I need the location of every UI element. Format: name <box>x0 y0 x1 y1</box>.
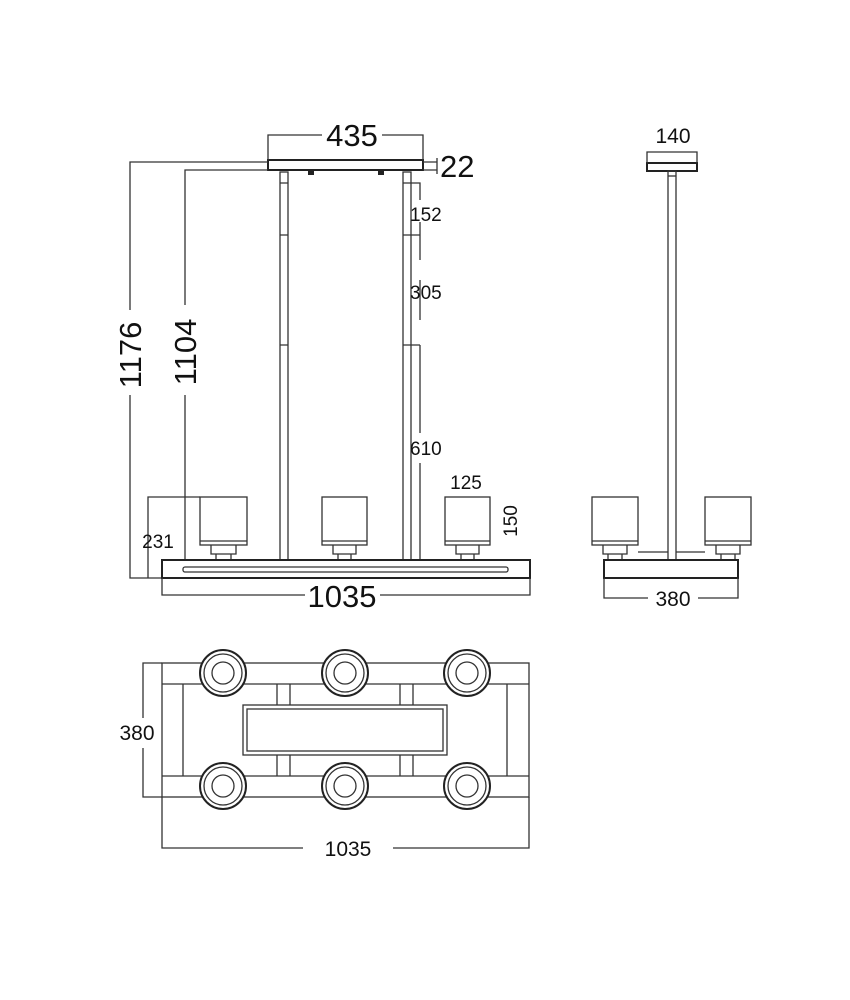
canopy-width-label: 435 <box>326 118 378 153</box>
body-height-label: 231 <box>142 532 174 553</box>
length-label: 1035 <box>308 579 377 614</box>
rod-segment-3-label: 610 <box>410 439 442 460</box>
side-canopy <box>646 162 698 172</box>
canopy-height-label: 22 <box>440 149 474 184</box>
shade-tops <box>199 649 491 810</box>
shade-width-label: 125 <box>450 473 482 494</box>
front-view: 435 22 1176 1104 152 305 610 125 150 231… <box>113 118 531 614</box>
shades <box>199 496 491 561</box>
rod-segment-2-label: 305 <box>410 283 442 304</box>
side-canopy-width-label: 140 <box>655 125 690 148</box>
top-width-label: 380 <box>119 722 154 745</box>
drop-height-label: 1104 <box>168 319 203 386</box>
suspension-rods <box>279 171 412 561</box>
overall-height-label: 1176 <box>113 322 148 389</box>
canopy <box>267 159 424 171</box>
shade-height-label: 150 <box>501 505 522 537</box>
canopy-width-dimension <box>267 134 424 160</box>
side-view: 140 380 <box>591 125 752 611</box>
overall-height-dimension <box>129 161 268 579</box>
rod-segment-1-label: 152 <box>410 205 442 226</box>
top-length-label: 1035 <box>325 838 372 861</box>
top-view: 380 1035 <box>119 649 530 861</box>
base-bar <box>161 559 531 579</box>
side-width-label: 380 <box>655 588 690 611</box>
length-dimension <box>161 578 531 596</box>
drop-height-dimension <box>184 169 268 560</box>
